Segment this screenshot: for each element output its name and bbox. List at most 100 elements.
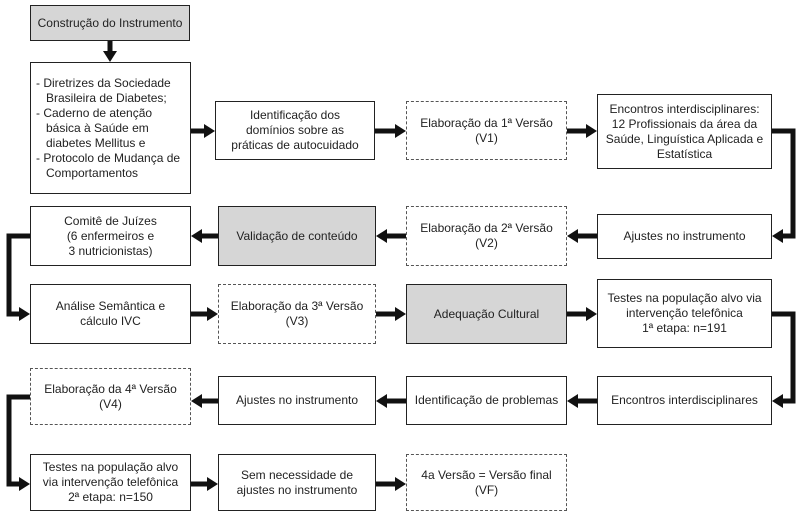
- arrow-head: [395, 307, 406, 321]
- arrow-head: [395, 124, 406, 138]
- identificacao-dominios-line: domínios sobre as: [245, 123, 345, 137]
- elaboracao-v4-label: Elaboração da 4ª Versão (V4): [44, 381, 177, 411]
- arrow-head: [207, 307, 218, 321]
- analise-box: Análise Semântica e cálculo IVC: [30, 284, 191, 344]
- fontes-box: - Diretrizes da Sociedade Brasileira de …: [30, 62, 191, 194]
- arrow-head: [567, 394, 578, 408]
- arrow-v2-to-validacao: [376, 229, 406, 243]
- arrow-head: [204, 124, 215, 138]
- arrow-ajustes-to-v4: [191, 394, 218, 408]
- testes-1-line: intervenção telefônica: [626, 306, 743, 320]
- elaboracao-v3-label: Elaboração da 3ª Versão (V3): [230, 299, 364, 328]
- encontros-1-line: Saúde, Linguística Aplicada e: [605, 131, 764, 146]
- elaboracao-v1-label: Elaboração da 1ª Versão (V1): [420, 115, 553, 145]
- ajustes-2-box: Ajustes no instrumento: [218, 376, 376, 425]
- ajustes-1-label: Ajustes no instrumento: [623, 229, 746, 243]
- arrow-identificacao-to-ajustes: [376, 394, 406, 408]
- arrow-v1-to-encontros: [567, 124, 597, 138]
- encontros-2-box: Encontros interdisciplinares: [597, 376, 772, 425]
- testes-2-line: 2ª etapa: n=150: [68, 490, 153, 504]
- arrow-head: [19, 307, 30, 321]
- arrow-encontros-to-ajustes: [772, 128, 796, 243]
- analise-line: Análise Semântica e: [55, 299, 166, 313]
- sem-necessidade-line: Sem necessidade de: [240, 467, 354, 482]
- arrow-head: [19, 477, 30, 491]
- adequacao-box: Adequação Cultural: [406, 284, 567, 344]
- construcao-label: Construção do Instrumento: [37, 15, 183, 30]
- comite-line: 3 nutricionistas): [68, 243, 153, 258]
- arrow-sem-necessidade-to-vf: [376, 477, 406, 491]
- testes-1-box: Testes na população alvo via intervenção…: [597, 279, 772, 348]
- elaboracao-v2-box: Elaboração da 2ª Versão (V2): [406, 206, 567, 266]
- arrow-construcao-to-fontes: [103, 41, 117, 62]
- ajustes-1-box: Ajustes no instrumento: [597, 214, 772, 259]
- adequacao-label: Adequação Cultural: [433, 306, 540, 321]
- elaboracao-v3-box: Elaboração da 3ª Versão (V3): [218, 284, 376, 344]
- arrow-fontes-to-identificacao: [191, 124, 215, 138]
- sem-necessidade-box: Sem necessidade de ajustes no instrument…: [218, 454, 376, 511]
- testes-2-box: Testes na população alvo via intervenção…: [30, 454, 191, 511]
- arrow-head: [191, 229, 202, 243]
- identificacao-problemas-label: Identificação de problemas: [414, 393, 559, 407]
- elaboracao-v1-box: Elaboração da 1ª Versão (V1): [406, 101, 567, 160]
- arrow-analise-to-v3: [191, 307, 218, 321]
- identificacao-problemas-box: Identificação de problemas: [406, 376, 567, 425]
- arrow-v4-to-testes: [6, 394, 30, 491]
- comite-line: (6 enfermeiros e: [66, 228, 155, 243]
- arrow-validacao-to-comite: [191, 229, 218, 243]
- analise-line: cálculo IVC: [80, 314, 141, 328]
- arrow-testes-to-sem-necessidade: [191, 477, 218, 491]
- arrow-v3-to-adequacao: [376, 307, 406, 321]
- arrow-comite-to-analise: [6, 233, 30, 321]
- validacao-box: Validação de conteúdo: [218, 206, 376, 266]
- testes-1-line: Testes na população alvo via: [607, 291, 762, 305]
- elaboracao-v2-label: Elaboração da 2ª Versão (V2): [420, 221, 553, 250]
- arrow-head: [207, 477, 218, 491]
- ajustes-2-label: Ajustes no instrumento: [235, 393, 359, 407]
- arrow-head: [586, 124, 597, 138]
- arrow-head: [103, 51, 117, 62]
- encontros-1-line: Estatística: [656, 146, 713, 161]
- arrow-ajustes-to-v2: [567, 229, 597, 243]
- arrow-head: [567, 229, 578, 243]
- arrow-head: [586, 307, 597, 321]
- versao-final-label: 4a Versão = Versão final (VF): [421, 467, 552, 497]
- testes-1-line: 1ª etapa: n=191: [642, 321, 727, 335]
- arrow-head: [376, 394, 387, 408]
- arrow-head: [376, 229, 387, 243]
- arrow-adequacao-to-testes: [567, 307, 597, 321]
- fonte-item: - Protocolo de Mudança de Comportamentos: [36, 150, 181, 180]
- versao-final-box: 4a Versão = Versão final (VF): [406, 454, 567, 511]
- testes-2-line: via intervenção telefônica: [42, 475, 179, 489]
- arrow-line: [6, 233, 30, 317]
- arrow-line: [772, 311, 796, 404]
- arrow-identificacao-to-v1: [375, 124, 406, 138]
- testes-2-line: Testes na população alvo: [42, 460, 179, 474]
- identificacao-dominios-line: Identificação dos: [249, 108, 341, 122]
- comite-box: Comitê de Juízes (6 enfermeiros e 3 nutr…: [30, 206, 191, 266]
- identificacao-dominios-line: práticas de autocuidado: [231, 138, 359, 152]
- arrow-head: [395, 477, 406, 491]
- arrow-head: [191, 394, 202, 408]
- validacao-label: Validação de conteúdo: [236, 228, 358, 243]
- encontros-1-line: 12 Profissionais da área da: [611, 116, 758, 131]
- fonte-item: - Caderno de atenção básica à Saúde em d…: [36, 105, 153, 150]
- fontes-list: - Diretrizes da Sociedade Brasileira de …: [36, 76, 185, 181]
- fonte-item: - Diretrizes da Sociedade Brasileira de …: [36, 75, 171, 105]
- arrow-testes-to-encontros: [772, 311, 796, 408]
- arrow-line: [772, 128, 796, 239]
- identificacao-dominios-box: Identificação dos domínios sobre as prát…: [215, 101, 375, 160]
- encontros-1-line: Encontros interdisciplinares:: [609, 101, 760, 116]
- sem-necessidade-line: ajustes no instrumento: [236, 482, 358, 497]
- construcao-box: Construção do Instrumento: [30, 5, 190, 41]
- arrow-encontros-to-identificacao: [567, 394, 597, 408]
- encontros-1-box: Encontros interdisciplinares: 12 Profiss…: [597, 94, 772, 169]
- comite-line: Comitê de Juízes: [64, 213, 157, 228]
- arrow-line: [6, 394, 30, 487]
- encontros-2-label: Encontros interdisciplinares: [611, 393, 758, 407]
- arrow-head: [772, 229, 783, 243]
- elaboracao-v4-box: Elaboração da 4ª Versão (V4): [30, 368, 191, 425]
- arrow-head: [772, 394, 783, 408]
